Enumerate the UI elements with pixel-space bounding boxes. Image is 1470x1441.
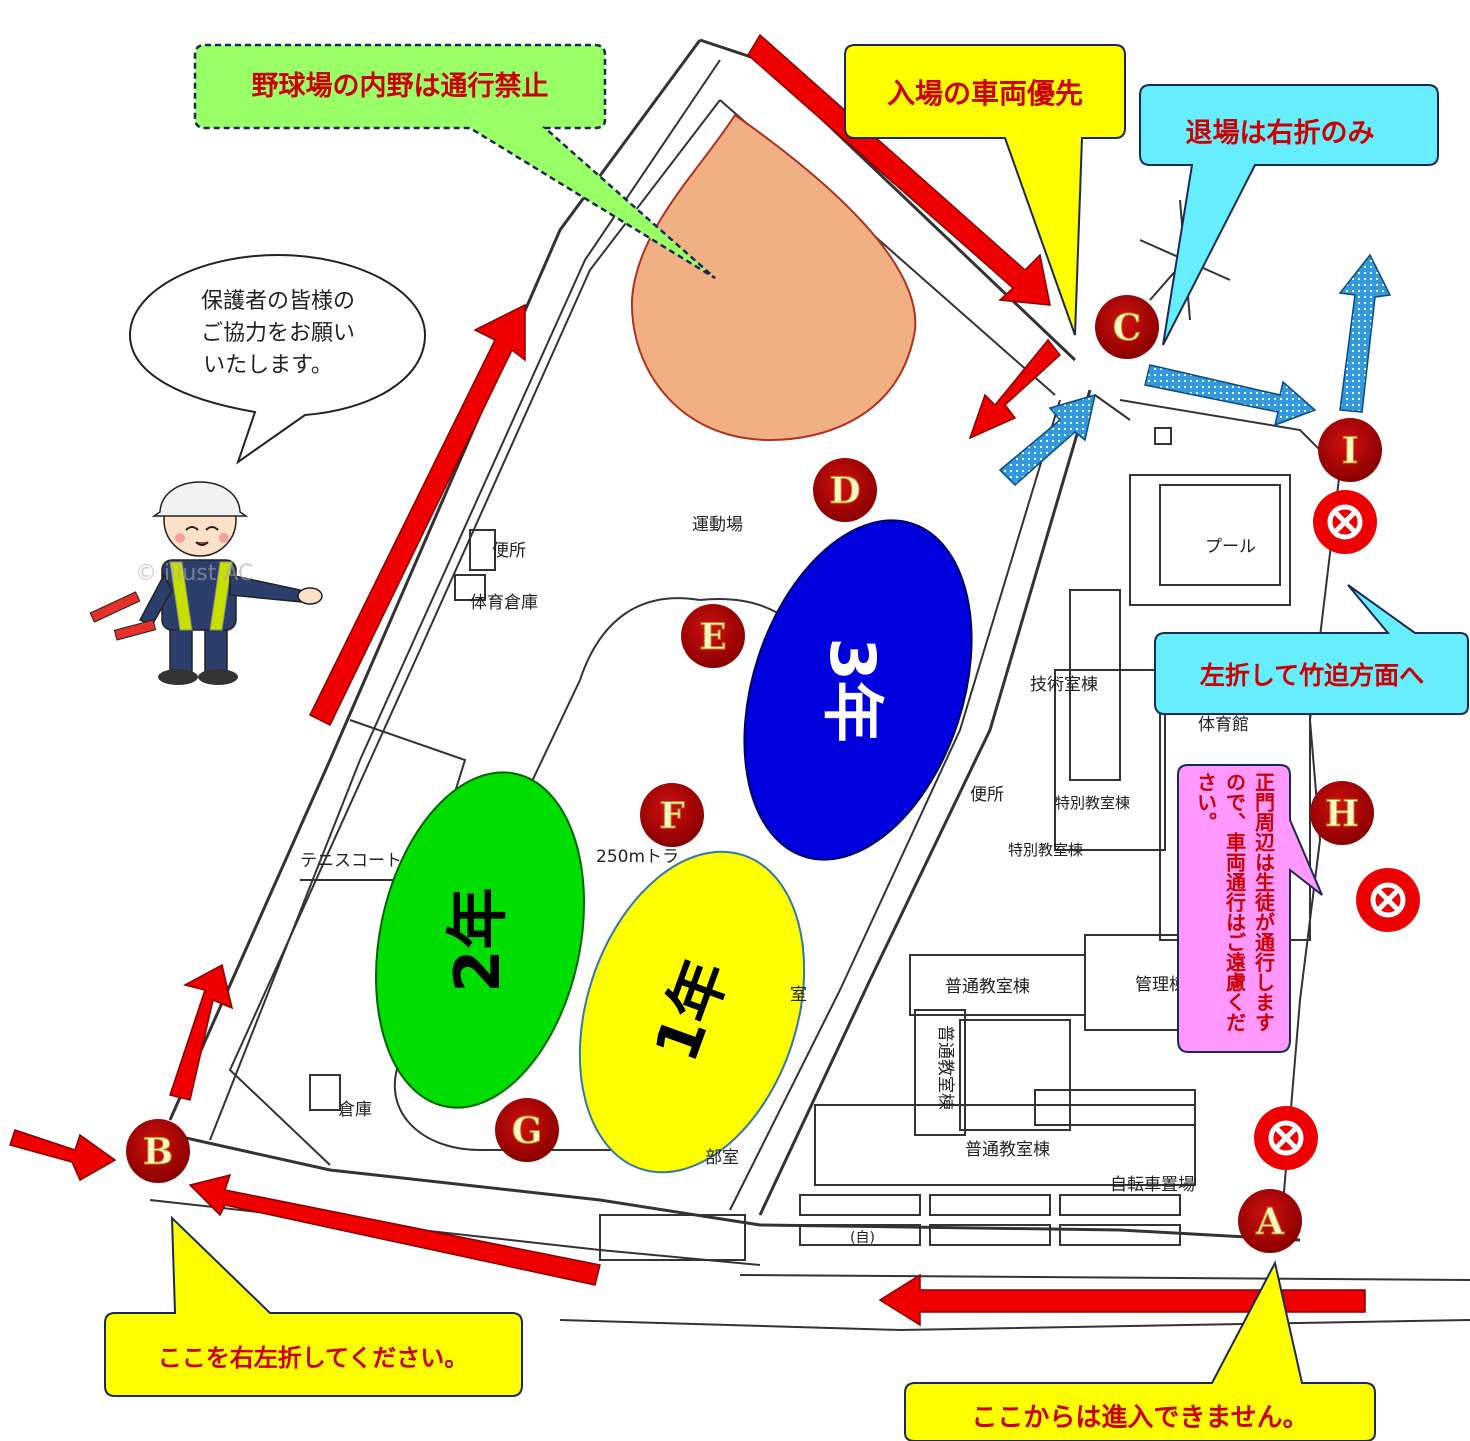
callout-turn-left: 左折して竹迫方面へ [1154, 584, 1469, 715]
grade2-label: 2年 [441, 887, 514, 992]
label-warehouse: 倉庫 [338, 1100, 372, 1120]
svg-text:G: G [512, 1110, 543, 1152]
label-track: 250mトラ [596, 847, 679, 867]
callout-infield: 野球場の内野は通行禁止 [193, 43, 716, 280]
label-ground: 運動場 [692, 515, 743, 535]
label-special2: 特別教室棟 [1008, 841, 1083, 859]
svg-text:退場は右折のみ: 退場は右折のみ [1186, 118, 1375, 149]
baseball-infield [630, 113, 917, 442]
point-b: B [126, 1119, 190, 1183]
point-d: D [813, 458, 877, 522]
label-club: 部室 [705, 1148, 739, 1168]
point-h: H [1310, 781, 1374, 845]
arrow-south-to-b [188, 1173, 601, 1286]
label-general2: 普通教室棟 [935, 1025, 955, 1110]
speech-bubble: 保護者の皆様の ご協力をお願い いたします。 [128, 253, 427, 465]
grade2-zone: 2年 [374, 771, 586, 1109]
point-e: E [681, 604, 745, 668]
svg-text:B: B [143, 1131, 173, 1173]
label-toilet1: 便所 [492, 541, 526, 561]
arrow-b-up [169, 963, 234, 1101]
callout-entry-priority: 入場の車両優先 [844, 44, 1126, 336]
arrow-west-up [308, 303, 526, 727]
label-toilet2: 便所 [970, 785, 1004, 805]
callout-turn-here: ここを右左折してください。 [104, 1215, 523, 1397]
traffic-guard-illustration: © illust AC [89, 481, 323, 685]
arrow-a-west [878, 1273, 1366, 1327]
arrow-into-c [998, 393, 1097, 487]
svg-text:E: E [699, 616, 726, 658]
watermark: © illust AC [135, 561, 253, 586]
grade1-zone: 1年 [578, 850, 806, 1174]
grade3-label: 3年 [816, 637, 889, 742]
no-entry-circle-x-icon [1356, 868, 1420, 932]
no-entry-circle-x-icon [1313, 490, 1377, 554]
svg-text:ここからは進入できません。: ここからは進入できません。 [971, 1403, 1308, 1433]
label-general1: 普通教室棟 [945, 977, 1030, 997]
label-special1: 特別教室棟 [1055, 794, 1130, 812]
svg-text:I: I [1342, 430, 1359, 472]
svg-text:左折して竹迫方面へ: 左折して竹迫方面へ [1200, 661, 1424, 690]
point-f: F [640, 783, 704, 847]
label-pool: プール [1205, 537, 1256, 557]
no-entry-circle-x-icon [1254, 1106, 1318, 1170]
svg-text:いたします。: いたします。 [203, 353, 333, 378]
svg-text:A: A [1255, 1201, 1285, 1243]
arrow-c-sw [968, 338, 1062, 440]
arrow-exit-east [1144, 364, 1317, 427]
callout-exit-right: 退場は右折のみ [1139, 84, 1439, 346]
point-a: A [1238, 1189, 1302, 1253]
label-bike: 自転車置場 [1110, 1175, 1195, 1195]
grade3-zone: 3年 [743, 519, 973, 861]
main-gate-text-box: 正門周辺は生徒が通行しますので、車両通行はご遠慮ください。 [1194, 772, 1276, 1032]
svg-text:D: D [829, 470, 860, 512]
svg-text:F: F [659, 795, 685, 837]
label-general3: 普通教室棟 [965, 1140, 1050, 1160]
map-labels: 運動場 便所 体育倉庫 プール 技術室棟 体育館 便所 特別教室棟 特別教室棟 … [300, 515, 1256, 1246]
blue-arrows [998, 253, 1392, 487]
svg-text:野球場の内野は通行禁止: 野球場の内野は通行禁止 [252, 70, 549, 102]
label-tennis: テニスコート [300, 851, 402, 871]
arrow-north-to-c [747, 33, 1051, 306]
svg-text:ここを右左折してください。: ここを右左折してください。 [158, 1344, 469, 1372]
label-tech: 技術室棟 [1030, 675, 1098, 695]
label-room: 室 [790, 985, 807, 1005]
no-entry-marks [1254, 490, 1420, 1170]
svg-text:ご協力をお願い: ご協力をお願い [201, 321, 355, 346]
callout-main-gate: 正門周辺は生徒が通行しますので、車両通行はご遠慮ください。 [1177, 764, 1323, 1053]
label-self: (自) [850, 1230, 875, 1246]
label-gym: 体育館 [1198, 715, 1249, 735]
svg-text:H: H [1325, 793, 1359, 835]
point-i: I [1318, 418, 1382, 482]
svg-text:入場の車両優先: 入場の車両優先 [887, 77, 1083, 110]
arrow-exit-north [1338, 253, 1392, 413]
arrow-into-b [9, 1129, 117, 1182]
point-markers: A B C D E F G H I [126, 295, 1382, 1253]
point-g: G [495, 1098, 559, 1162]
point-c: C [1095, 295, 1159, 359]
svg-text:C: C [1113, 307, 1142, 349]
red-arrows [9, 33, 1366, 1327]
label-storage: 体育倉庫 [470, 593, 538, 613]
label-admin: 管理棟 [1135, 975, 1186, 995]
svg-text:保護者の皆様の: 保護者の皆様の [201, 289, 355, 314]
